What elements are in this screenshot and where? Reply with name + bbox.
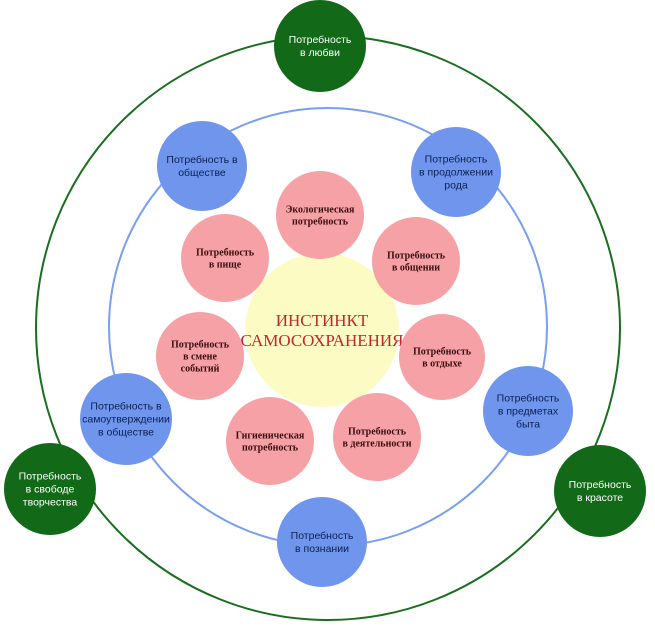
- outer-need-beauty-circle: [554, 445, 646, 537]
- inner-need-rest-label-line: Потребность: [413, 347, 472, 358]
- center-node-circle-group-label-line: ИНСТИНКТ: [276, 311, 369, 330]
- outer-need-beauty-label-line: в красоте: [577, 492, 623, 504]
- inner-need-events-label-line: событий: [181, 364, 220, 375]
- inner-need-communication-circle: [372, 217, 460, 305]
- outer-need-love-label-line: в любви: [300, 47, 340, 59]
- inner-need-ecology-label-line: потребность: [292, 217, 349, 228]
- middle-need-self-assertion-circle: [80, 373, 172, 465]
- outer-need-creativity-circle: [4, 443, 96, 535]
- inner-need-activity-label-line: в деятельности: [343, 439, 412, 450]
- inner-need-rest-label-line: в отдыхе: [422, 359, 462, 370]
- center-node-circle-group-label-line: САМОСОХРАНЕНИЯ: [240, 331, 403, 350]
- middle-need-self-assertion-label-line: Потребность в: [90, 401, 162, 413]
- inner-need-events-label-line: в смене: [183, 352, 217, 363]
- outer-need-creativity-label-line: в свободе: [26, 484, 75, 496]
- middle-need-objects-label-line: в предметах: [498, 406, 559, 418]
- middle-need-procreation-label-line: рода: [444, 180, 468, 192]
- inner-need-communication-label-line: Потребность: [387, 251, 446, 262]
- inner-need-ecology-label-line: Экологическая: [286, 205, 355, 216]
- outer-need-beauty-label-line: Потребность: [569, 479, 632, 491]
- inner-need-food-label-line: Потребность: [196, 248, 255, 259]
- inner-need-food-circle: [181, 214, 269, 302]
- outer-need-creativity-label-line: творчества: [23, 497, 78, 509]
- inner-need-activity-label-line: Потребность: [348, 427, 407, 438]
- middle-need-society-circle: [157, 121, 247, 211]
- inner-need-hygiene-label-line: потребность: [242, 443, 299, 454]
- inner-need-rest-circle: [399, 314, 485, 400]
- middle-need-self-assertion-label-line: самоутверждении: [82, 414, 170, 426]
- inner-need-food-label-line: в пище: [209, 260, 242, 271]
- middle-need-procreation-label-line: Потребность: [425, 154, 488, 166]
- middle-need-cognition-label-line: в познании: [295, 543, 349, 555]
- inner-need-hygiene-label-line: Гигиеническая: [236, 431, 305, 442]
- middle-need-cognition-label-line: Потребность: [291, 530, 354, 542]
- inner-need-ecology-circle: [276, 171, 364, 259]
- inner-need-communication-label-line: в общении: [392, 263, 440, 274]
- middle-need-self-assertion-label-line: в обществе: [98, 427, 154, 439]
- inner-need-events-circle: [156, 312, 244, 400]
- middle-need-objects-label-line: быта: [516, 419, 540, 431]
- middle-need-society-label-line: Потребность в: [166, 154, 238, 166]
- middle-need-procreation-label-line: в продолжении: [419, 167, 493, 179]
- middle-need-cognition-circle: [277, 497, 367, 587]
- middle-need-objects-label-line: Потребность: [497, 393, 560, 405]
- middle-need-society-label-line: обществе: [178, 167, 226, 179]
- center-node-circle-group-circle: [245, 253, 399, 407]
- inner-need-events-label-line: Потребность: [171, 340, 230, 351]
- inner-need-hygiene-circle: [226, 397, 314, 485]
- middle-need-objects-circle: [483, 366, 573, 456]
- outer-need-love-circle: [274, 0, 366, 92]
- inner-need-activity-circle: [333, 393, 421, 481]
- outer-need-love-label-line: Потребность: [289, 34, 352, 46]
- middle-need-procreation-circle: [411, 127, 501, 217]
- outer-need-creativity-label-line: Потребность: [19, 471, 82, 483]
